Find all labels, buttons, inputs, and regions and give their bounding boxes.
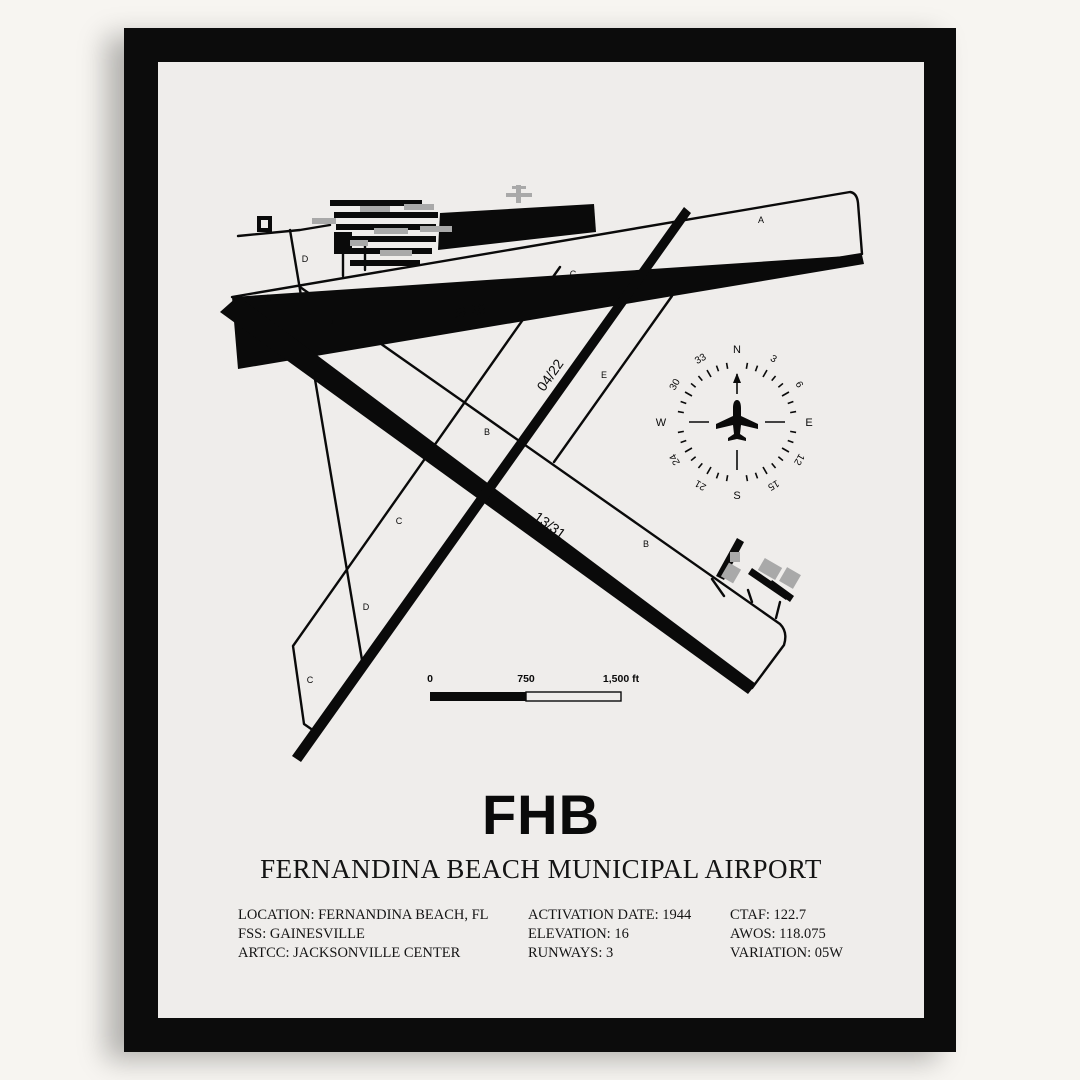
compass-tick (754, 472, 759, 479)
compass-tick (690, 456, 697, 462)
runway-label-08-26: 08/26 (449, 300, 486, 321)
taxiway-label-b-east: B (643, 539, 649, 549)
apron-road (236, 223, 332, 238)
taxiway-b-outline (298, 285, 787, 690)
taxiway-label-b-mid: B (484, 427, 490, 437)
compass-tick (754, 365, 759, 372)
parked-aircraft-icon (506, 185, 532, 203)
compass-tick (762, 466, 768, 475)
scale-bar: 0 750 1,500 ft (427, 673, 640, 702)
info-column-radio: CTAF: 122.7 AWOS: 118.075 VARIATION: 05W (730, 906, 843, 963)
taxiway-label-d-south: D (363, 602, 370, 612)
compass-tick (706, 466, 712, 475)
scale-label-1500: 1,500 ft (603, 673, 640, 685)
compass-tick (781, 447, 790, 453)
compass-tick (777, 456, 784, 462)
compass-tick (771, 462, 777, 469)
compass-tick (697, 375, 703, 382)
compass-tick (745, 475, 749, 482)
taxiway-label-c-north: C (570, 269, 577, 279)
north-arrow-icon (733, 373, 741, 383)
taxiway-label-c-south: C (307, 675, 314, 685)
compass-tick (684, 447, 693, 453)
compass-tick (777, 382, 784, 388)
compass-w: W (656, 417, 667, 429)
compass-tick (790, 410, 797, 414)
compass-deg-15: 15 (765, 477, 781, 492)
compass-tick (697, 462, 703, 469)
compass-tick (677, 410, 684, 414)
main-apron (438, 204, 596, 250)
airport-code: FHB (481, 783, 601, 846)
compass-e: E (805, 417, 812, 429)
info-elevation: ELEVATION: 16 (528, 926, 629, 942)
info-activation-date: ACTIVATION DATE: 1944 (528, 907, 692, 923)
compass-tick (725, 362, 729, 369)
compass-tick (677, 430, 684, 434)
compass-tick (745, 362, 749, 369)
airplane-icon (716, 400, 758, 441)
compass-tick (706, 369, 712, 378)
gray-hangars (312, 204, 452, 256)
taxiway-label-a-east: A (758, 215, 764, 225)
scale-label-750: 750 (517, 673, 535, 685)
compass-tick (715, 365, 720, 372)
info-column-history: ACTIVATION DATE: 1944 ELEVATION: 16 RUNW… (528, 906, 691, 963)
compass-rose: N E S W 3 6 12 15 21 24 30 33 (656, 344, 813, 502)
compass-tick (680, 400, 687, 405)
taxiway-label-c-mid: C (396, 516, 403, 526)
compass-deg-33: 33 (693, 352, 709, 367)
info-ctaf: CTAF: 122.7 (730, 907, 807, 923)
taxiway-label-d-north: D (302, 254, 309, 264)
compass-s: S (733, 490, 740, 502)
info-awos: AWOS: 118.075 (730, 926, 826, 942)
airport-name: FERNANDINA BEACH MUNICIPAL AIRPORT (260, 854, 822, 884)
compass-tick (715, 472, 720, 479)
info-variation: VARIATION: 05W (730, 945, 843, 961)
compass-deg-21: 21 (693, 477, 709, 492)
scale-label-0: 0 (427, 673, 433, 685)
compass-tick (762, 369, 768, 378)
taxiway-label-b-west: B (328, 316, 334, 326)
info-column-location: LOCATION: FERNANDINA BEACH, FL FSS: GAIN… (238, 906, 489, 963)
runway-08-26 (232, 255, 864, 369)
compass-deg-6: 6 (793, 380, 806, 391)
info-location: LOCATION: FERNANDINA BEACH, FL (238, 907, 489, 923)
compass-tick (781, 391, 790, 397)
compass-tick (771, 375, 777, 382)
east-apron-buildings (716, 538, 801, 602)
taxiway-a-outline (230, 190, 864, 350)
compass-deg-30: 30 (668, 377, 683, 393)
compass-tick (680, 439, 687, 444)
taxiway-label-a-west: A (265, 293, 271, 303)
taxiway-label-e: E (601, 370, 607, 380)
compass-tick (690, 382, 697, 388)
compass-tick (787, 400, 794, 405)
compass-deg-24: 24 (668, 451, 683, 467)
runway-04-22 (292, 207, 691, 762)
compass-tick (684, 391, 693, 397)
info-artcc: ARTCC: JACKSONVILLE CENTER (238, 945, 461, 961)
compass-tick (787, 439, 794, 444)
fbo-building-inner (261, 220, 268, 228)
compass-n: N (733, 344, 741, 356)
compass-tick (725, 475, 729, 482)
taxiway-e-outline (552, 294, 674, 464)
compass-tick (790, 430, 797, 434)
compass-deg-12: 12 (791, 452, 806, 468)
info-runways: RUNWAYS: 3 (528, 945, 614, 961)
east-apron-connectors (710, 577, 782, 620)
info-fss: FSS: GAINESVILLE (238, 926, 365, 942)
compass-deg-3: 3 (768, 353, 779, 366)
